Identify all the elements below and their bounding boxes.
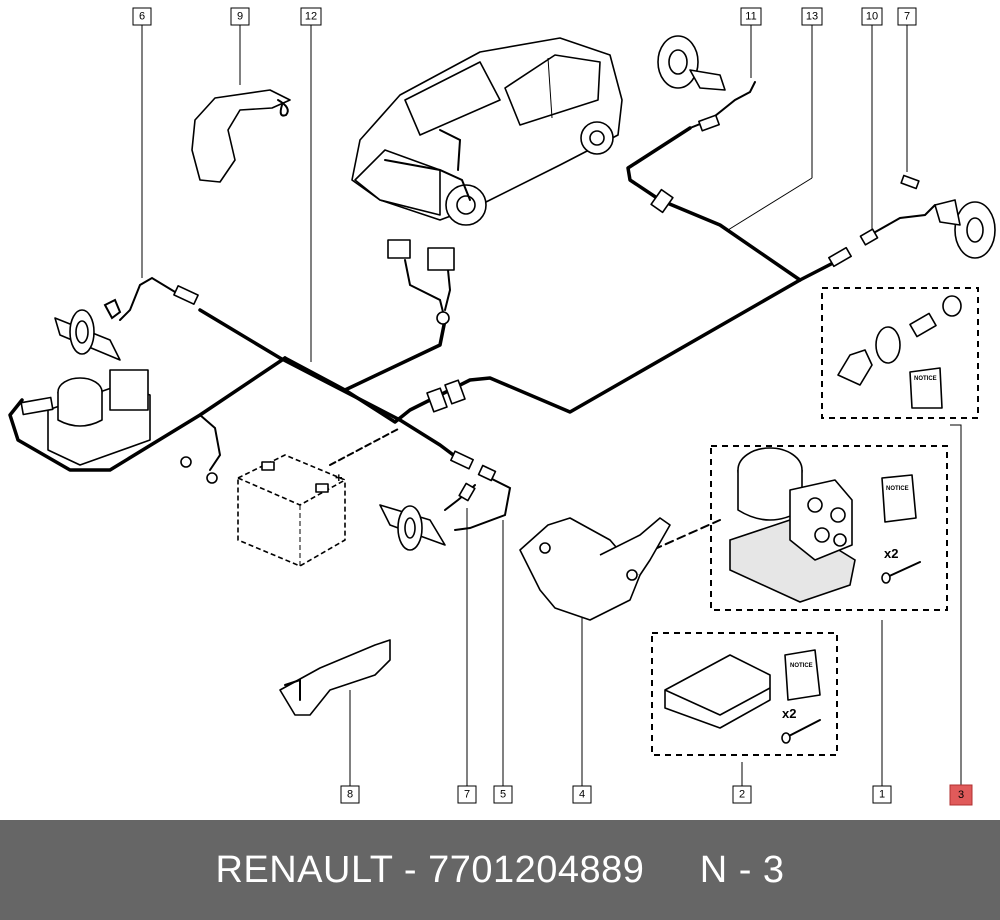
rear-hub-right bbox=[900, 174, 996, 259]
callout-4-label: 4 bbox=[579, 789, 585, 801]
footer-part-number: RENAULT - 7701204889 N - 3 bbox=[215, 848, 785, 891]
callout-1-label: 1 bbox=[879, 789, 885, 801]
callout-2[interactable]: 2 bbox=[732, 785, 752, 804]
callout-2-label: 2 bbox=[739, 789, 745, 801]
callout-7-bottom-box bbox=[457, 785, 477, 804]
harness-connectors bbox=[173, 114, 879, 484]
callout-12[interactable]: 12 bbox=[300, 7, 322, 26]
kit-1-abs-unit: NOTICE x2 bbox=[710, 445, 948, 611]
bracket-4 bbox=[519, 517, 671, 621]
rear-hub-top bbox=[657, 35, 726, 91]
callout-8-box bbox=[340, 785, 360, 804]
callout-6[interactable]: 6 bbox=[132, 7, 152, 26]
callout-9[interactable]: 9 bbox=[230, 7, 250, 26]
front-left-hub bbox=[54, 298, 122, 361]
kit-1-notice: NOTICE bbox=[886, 486, 909, 492]
callout-5[interactable]: 5 bbox=[493, 785, 513, 804]
left-hydraulic-unit bbox=[20, 369, 151, 466]
front-right-hub bbox=[379, 482, 476, 551]
leader-lines bbox=[141, 25, 962, 786]
callout-10-box bbox=[861, 7, 883, 26]
footer-bar: RENAULT - 7701204889 N - 3 bbox=[0, 820, 1000, 920]
kit-1-quantity: x2 bbox=[884, 546, 898, 561]
car-illustration bbox=[351, 37, 623, 226]
callout-7-bottom[interactable]: 7 bbox=[457, 785, 477, 804]
callout-12-label: 12 bbox=[305, 11, 317, 23]
callout-9-box bbox=[230, 7, 250, 26]
callout-11[interactable]: 11 bbox=[740, 7, 762, 26]
callout-13-label: 13 bbox=[806, 11, 818, 23]
callout-6-label: 6 bbox=[139, 11, 145, 23]
callout-8-label: 8 bbox=[347, 789, 353, 801]
callout-3-box bbox=[949, 784, 973, 806]
kit-2-notice: NOTICE bbox=[790, 663, 813, 669]
kit-3-notice: NOTICE bbox=[914, 376, 937, 382]
callout-13[interactable]: 13 bbox=[801, 7, 823, 26]
callout-13-box bbox=[801, 7, 823, 26]
callout-11-box bbox=[740, 7, 762, 26]
callout-7-top-label: 7 bbox=[904, 11, 910, 23]
wiring-harness bbox=[8, 81, 936, 561]
callout-9-label: 9 bbox=[237, 11, 243, 23]
kit-3-sensor-set: NOTICE bbox=[821, 287, 979, 419]
callout-10[interactable]: 10 bbox=[861, 7, 883, 26]
callout-6-box bbox=[132, 7, 152, 26]
callout-7-top[interactable]: 7 bbox=[897, 7, 917, 26]
bracket-9 bbox=[191, 89, 291, 183]
battery: + bbox=[237, 454, 346, 567]
callout-1-box bbox=[872, 785, 892, 804]
callout-12-box bbox=[300, 7, 322, 26]
callout-1[interactable]: 1 bbox=[872, 785, 892, 804]
callout-5-box bbox=[493, 785, 513, 804]
kit-2-ecu: NOTICE x2 bbox=[651, 632, 838, 756]
callout-8[interactable]: 8 bbox=[340, 785, 360, 804]
callout-5-label: 5 bbox=[500, 789, 506, 801]
callout-7-bottom-label: 7 bbox=[464, 789, 470, 801]
bracket-8 bbox=[279, 639, 391, 716]
kit-2-quantity: x2 bbox=[782, 706, 796, 721]
callout-7-top-box bbox=[897, 7, 917, 26]
abs-wiring-diagram: + NOTICE bbox=[8, 7, 996, 806]
callout-3-highlighted[interactable]: 3 bbox=[949, 784, 973, 806]
callout-11-label: 11 bbox=[745, 11, 756, 23]
callout-4[interactable]: 4 bbox=[572, 785, 592, 804]
callout-4-box bbox=[572, 785, 592, 804]
callout-10-label: 10 bbox=[866, 11, 878, 23]
battery-positive-terminal: + bbox=[335, 470, 343, 485]
callout-2-box bbox=[732, 785, 752, 804]
callout-3-label: 3 bbox=[958, 789, 964, 801]
